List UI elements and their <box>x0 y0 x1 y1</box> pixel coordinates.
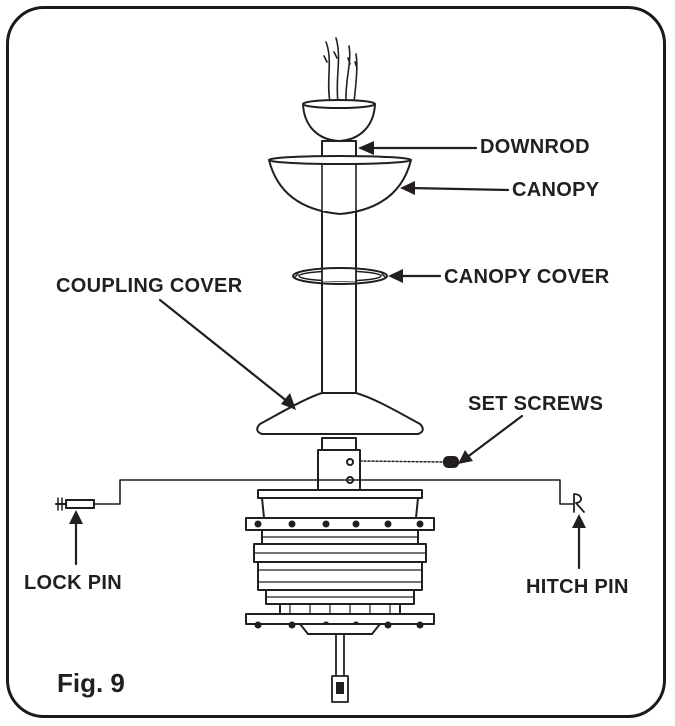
coupling-cover <box>256 392 424 435</box>
hitch-pin <box>573 493 585 513</box>
canopy-cover-ring <box>292 267 388 285</box>
lower-downrod <box>321 437 357 451</box>
set-screws-label: SET SCREWS <box>468 393 604 415</box>
supply-wires <box>323 37 358 103</box>
canopy-label: CANOPY <box>512 179 600 201</box>
figure-frame <box>6 6 666 718</box>
lock-pin <box>55 497 95 511</box>
hanger-bowl <box>302 103 376 142</box>
canopy-cover-label: CANOPY COVER <box>444 266 610 288</box>
pin-alignment-line <box>93 479 575 505</box>
set-screw <box>359 456 459 468</box>
coupling-cover-label: COUPLING COVER <box>56 275 243 297</box>
hitch-pin-label: HITCH PIN <box>526 576 629 598</box>
coupling-yoke <box>317 449 361 491</box>
lock-pin-label: LOCK PIN <box>24 572 122 594</box>
callout-arrows <box>69 141 586 570</box>
figure-caption: Fig. 9 <box>57 668 125 698</box>
motor-lead-wires <box>331 633 349 703</box>
motor-housing <box>245 489 435 635</box>
downrod-label: DOWNROD <box>480 136 590 158</box>
